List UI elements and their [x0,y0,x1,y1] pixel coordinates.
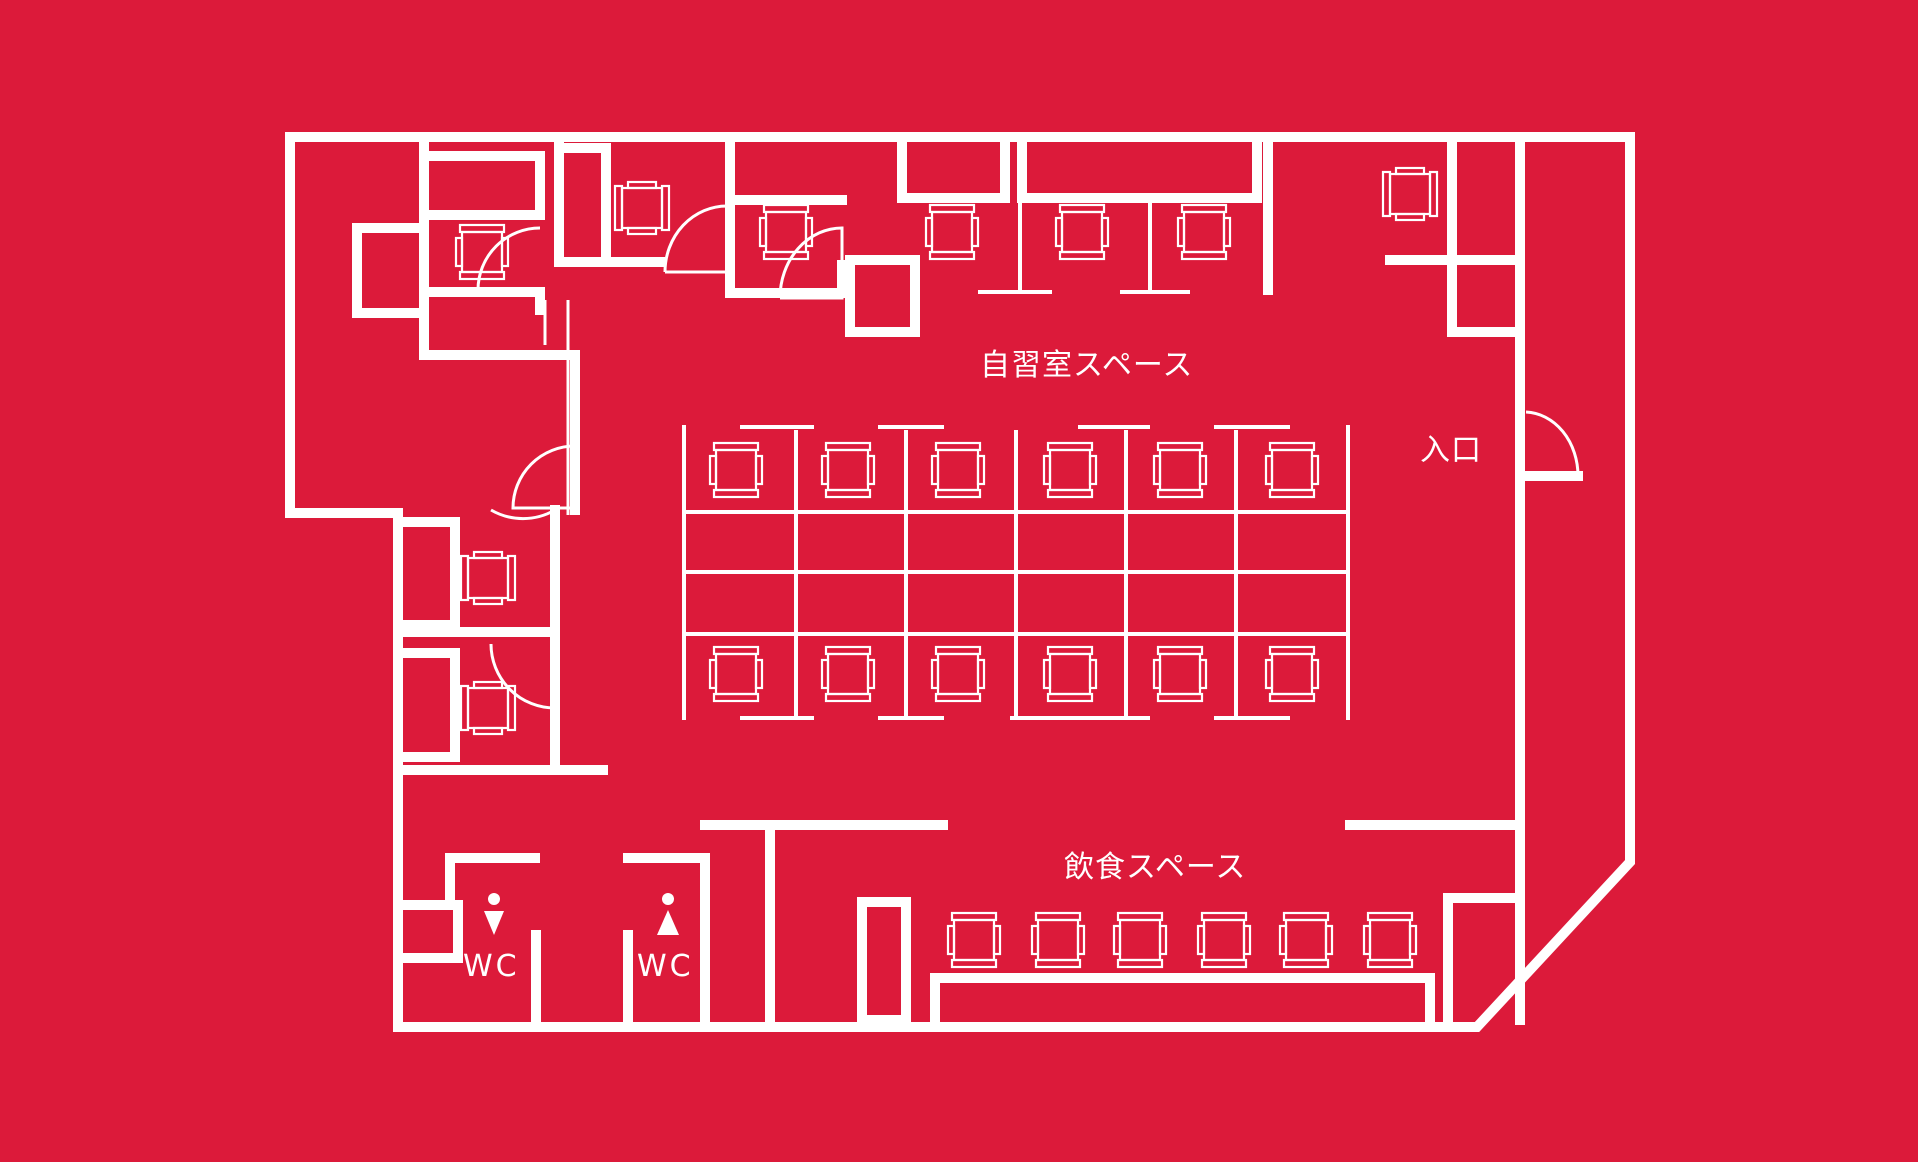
chair [946,911,1002,969]
chair [459,550,517,606]
study-carrels [682,200,1350,720]
chair [1362,911,1418,969]
chair [1042,645,1098,703]
dining-space-label: 飲食スペース [1064,850,1246,885]
chair [820,441,876,499]
chair [924,203,980,261]
chair [1381,166,1439,222]
chair [1112,911,1168,969]
female-person-icon [657,893,679,935]
male-person-icon [484,893,504,935]
chair [1030,911,1086,969]
chair [1042,441,1098,499]
chair [758,203,814,261]
wc-women-label: WC [637,949,694,984]
study-space-label: 自習室スペース [980,348,1193,383]
chair [708,441,764,499]
doors [476,204,1580,710]
entrance-label: 入口 [1420,433,1482,468]
chair [1054,203,1110,261]
chair [454,223,510,281]
chair [1196,911,1252,969]
chair [930,645,986,703]
chair [1278,911,1334,969]
chair [1152,441,1208,499]
chair [930,441,986,499]
chair [1176,203,1232,261]
chair [613,180,671,236]
chairs [454,166,1439,969]
chair [820,645,876,703]
chair [708,645,764,703]
outer-walls [285,132,1635,1032]
chair [459,680,517,736]
wc-men-label: WC [463,949,520,984]
chair [1152,645,1208,703]
left-rooms [352,137,1583,1025]
chair [1264,441,1320,499]
chair [1264,645,1320,703]
